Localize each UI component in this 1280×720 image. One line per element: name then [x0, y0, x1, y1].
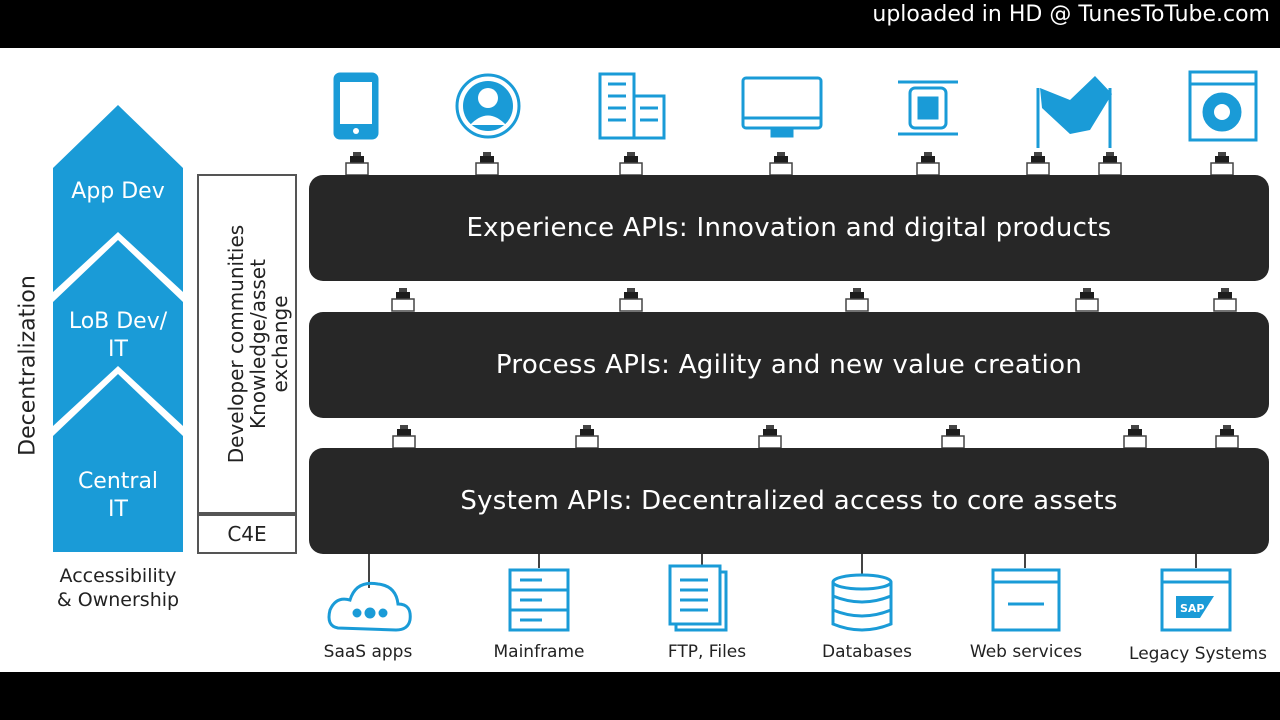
sap-logo-text: SAP — [1180, 602, 1205, 615]
top-banner: uploaded in HD @ TunesToTube.com — [0, 0, 1280, 48]
user-icon — [455, 73, 521, 139]
process-system-connectors — [392, 424, 1239, 449]
app-dev-arrow — [53, 105, 183, 292]
monitor-icon — [741, 76, 823, 138]
handshake-icon — [1036, 76, 1112, 148]
source-label-saas: SaaS apps — [323, 642, 413, 662]
database-icon — [831, 573, 893, 632]
experience-api-layer: Experience APIs: Innovation and digital … — [309, 175, 1269, 281]
central-it-arrow — [53, 374, 183, 552]
sap-system-icon: SAP — [1160, 568, 1232, 632]
connectors-and-icons: SAP — [327, 70, 1258, 632]
central-it-label: Central IT — [53, 468, 183, 524]
process-api-layer: Process APIs: Agility and new value crea… — [309, 312, 1269, 418]
developer-communities-box: Developer communities Knowledge/asset ex… — [197, 174, 297, 514]
lob-dev-line1: LoB Dev/ — [68, 309, 168, 334]
building-icon — [598, 72, 666, 140]
cloud-icon — [327, 581, 412, 632]
source-lines — [368, 554, 1197, 588]
lob-dev-arrow — [53, 240, 183, 426]
washing-machine-icon — [1188, 70, 1258, 142]
source-label-legacy: Legacy Systems — [1129, 644, 1267, 664]
c4e-box: C4E — [197, 514, 297, 554]
source-label-mainframe: Mainframe — [493, 642, 585, 662]
web-services-icon — [991, 568, 1061, 632]
app-dev-label: App Dev — [71, 179, 165, 204]
source-label-web-services: Web services — [969, 642, 1083, 662]
upload-watermark: uploaded in HD @ TunesToTube.com — [872, 2, 1270, 27]
central-it-line1: Central — [77, 469, 159, 494]
source-label-ftp: FTP, Files — [667, 642, 747, 662]
experience-top-connectors — [345, 151, 1234, 176]
file-icon — [668, 564, 728, 632]
system-api-layer: System APIs: Decentralized access to cor… — [309, 448, 1269, 554]
pyramid-arrows — [53, 105, 183, 552]
smartwatch-icon — [898, 80, 958, 136]
phone-icon — [333, 72, 379, 140]
accessibility-ownership-label: Accessibility & Ownership — [28, 564, 208, 612]
experience-process-connectors — [391, 287, 1237, 312]
lob-dev-label: LoB Dev/ IT — [53, 308, 183, 364]
accessibility-line1: Accessibility — [59, 565, 177, 587]
accessibility-line2: & Ownership — [56, 589, 180, 611]
bottom-banner — [0, 672, 1280, 720]
source-label-databases: Databases — [822, 642, 912, 662]
mainframe-icon — [508, 568, 570, 632]
lob-dev-line2: IT — [108, 337, 128, 362]
diagram-canvas: App Dev LoB Dev/ IT Central IT Decentral… — [0, 48, 1280, 672]
central-it-line2: IT — [108, 497, 128, 522]
